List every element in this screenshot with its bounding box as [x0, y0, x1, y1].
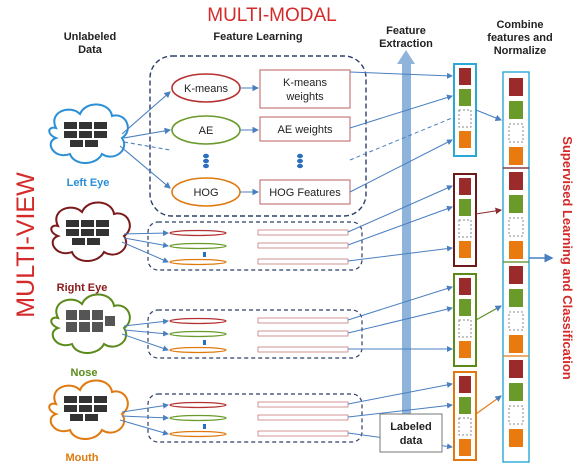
feature-extraction-arrowhead: [397, 50, 415, 64]
feature-stack-right-eye: [453, 173, 477, 267]
left-eye-to-methods-arrows: [119, 91, 172, 189]
feature-extraction-bar: [402, 62, 411, 448]
nose-feature-box: [147, 309, 363, 359]
method-ellipsis: [203, 153, 303, 169]
features-to-stack-arrows: [347, 71, 453, 450]
header-combine-1: Combine: [496, 19, 543, 31]
feature-stack-nose: [453, 273, 477, 367]
mouth-feature-box: [147, 393, 363, 443]
kmeans-label: K-means: [184, 83, 229, 95]
header-feature-learning: Feature Learning: [213, 31, 302, 43]
kmeans-weights-label-2: weights: [285, 91, 324, 103]
view-label-nose: Nose: [71, 367, 98, 379]
kmeans-weights-label-1: K-means: [283, 77, 328, 89]
view-label-mouth: Mouth: [66, 452, 99, 464]
header-unlabeled-2: Data: [78, 44, 103, 56]
view-label-right-eye: Right Eye: [57, 282, 108, 294]
labeled-data-label-2: data: [400, 435, 424, 447]
ae-weights-label: AE weights: [277, 124, 333, 136]
ae-label: AE: [199, 125, 214, 137]
mouth-cloud: [48, 379, 129, 440]
title-multimodal: MULTI-MODAL: [207, 5, 336, 26]
kmeans-weights-box: [259, 69, 351, 109]
labeled-data-box: [379, 413, 443, 453]
feature-stack-mouth: [453, 371, 477, 461]
ae-weights-box: [259, 116, 351, 142]
views-to-methods-arrows: [119, 230, 169, 436]
stack-to-combined-arrows: [475, 109, 503, 415]
view-label-left-eye: Left Eye: [67, 177, 110, 189]
feature-stack-left-eye: [453, 63, 477, 157]
labeled-data-label-1: Labeled: [390, 421, 432, 433]
supervised-label: Supervised Learning and Classification: [560, 136, 574, 380]
hog-label: HOG: [193, 187, 218, 199]
header-feature-extraction-2: Extraction: [379, 38, 433, 50]
header-combine-2: features and: [487, 32, 552, 44]
right-eye-feature-box: [147, 221, 363, 271]
nose-cloud: [50, 293, 131, 354]
left-eye-cloud: [48, 103, 129, 164]
right-eye-cloud: [50, 201, 131, 262]
hog-features-label: HOG Features: [269, 187, 341, 199]
header-combine-3: Normalize: [494, 45, 547, 57]
header-feature-extraction-1: Feature: [386, 25, 426, 37]
header-unlabeled-1: Unlabeled: [64, 31, 117, 43]
combined-feature-column: [502, 71, 530, 463]
oval-to-box-arrows: [240, 84, 260, 196]
title-multiview: MULTI-VIEW: [12, 172, 40, 318]
left-eye-feature-box: [149, 55, 367, 217]
